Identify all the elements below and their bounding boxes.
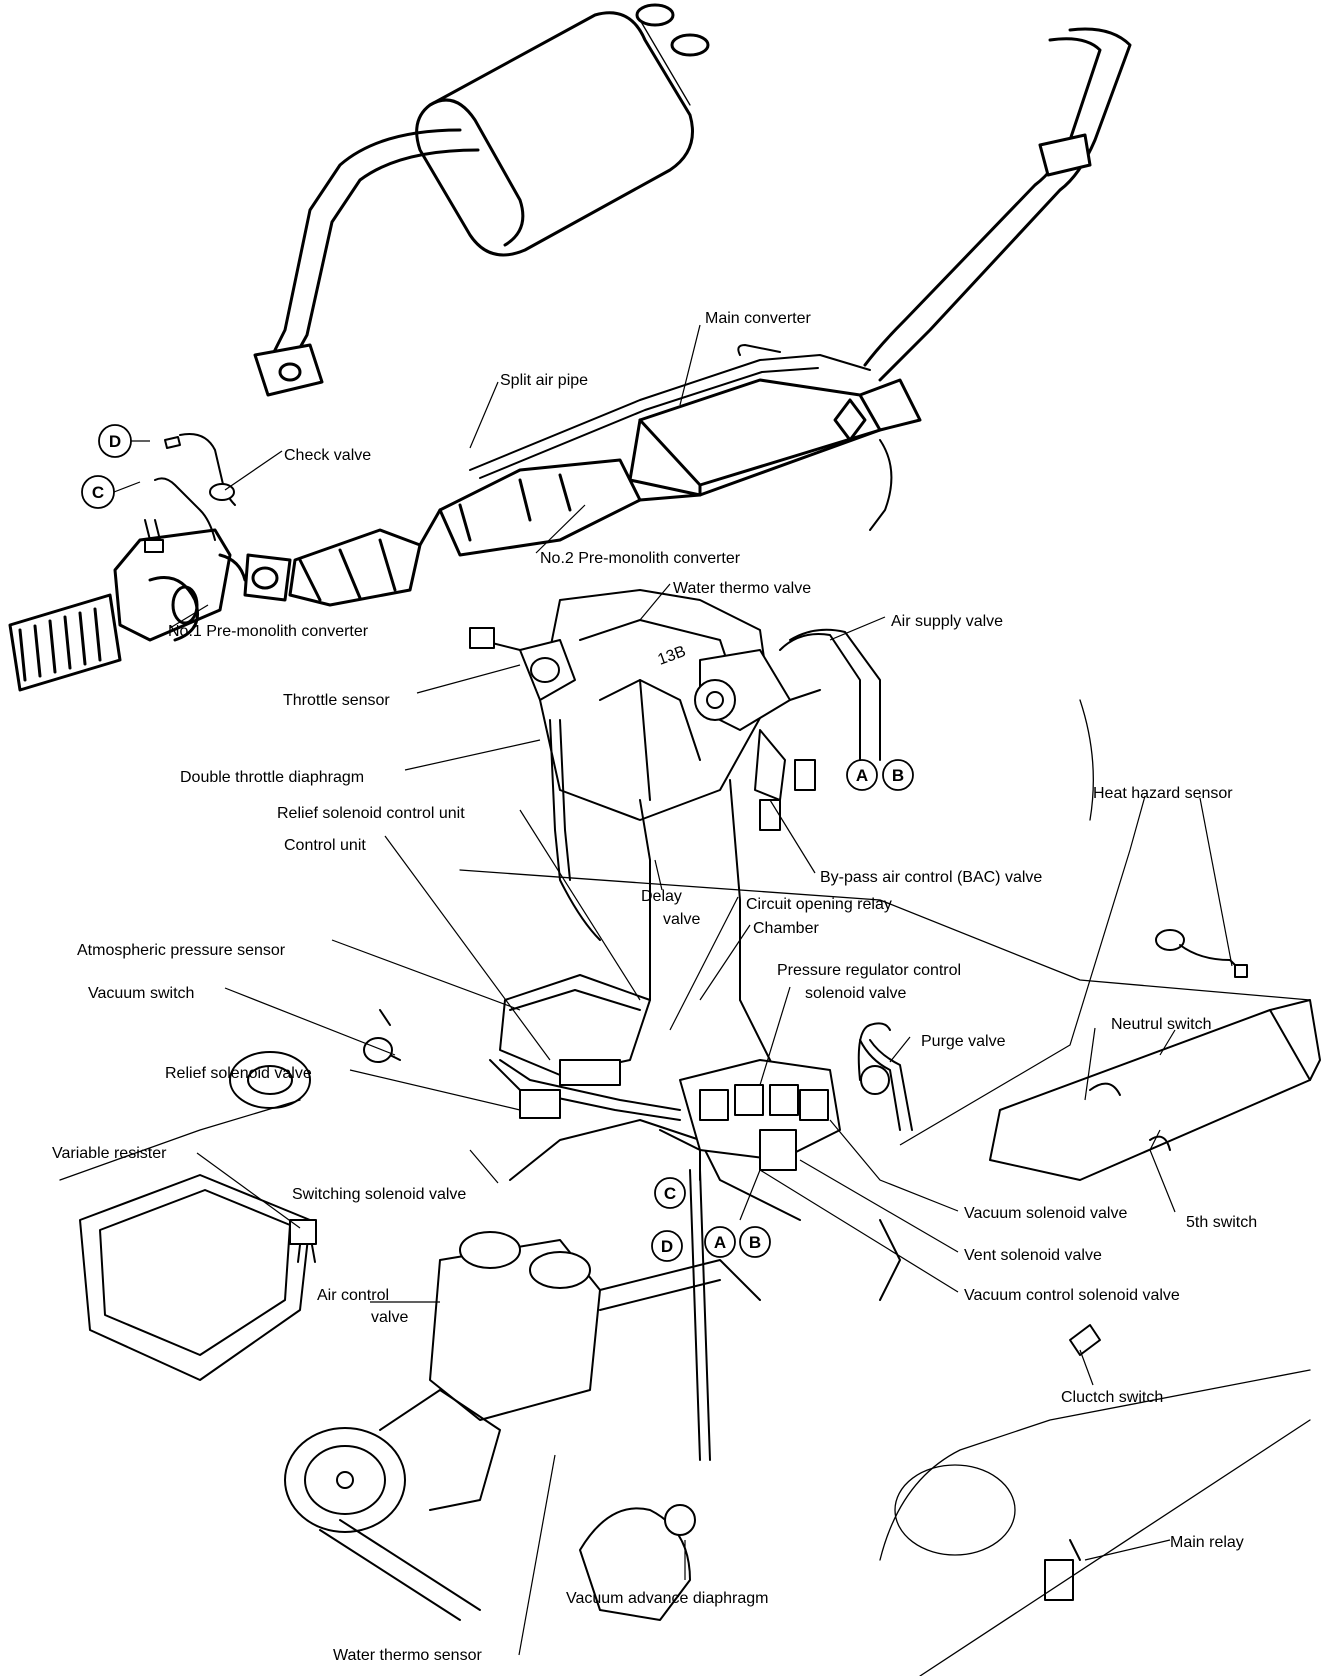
- label-relief-solenoid-control-unit: Relief solenoid control unit: [277, 805, 465, 822]
- label-control-unit: Control unit: [284, 837, 366, 854]
- label-throttle-sensor: Throttle sensor: [283, 692, 390, 709]
- label-vent-solenoid-valve: Vent solenoid valve: [964, 1247, 1102, 1264]
- main-relay-body: [1044, 1539, 1081, 1601]
- label-double-throttle-diaphragm: Double throttle diaphragm: [180, 769, 364, 786]
- bac-valve-body: [754, 729, 816, 831]
- label-check-valve: Check valve: [284, 447, 371, 464]
- control-unit-box: [499, 974, 651, 1086]
- heat-hazard-sensor-body: [1155, 929, 1248, 978]
- label-purge-valve: Purge valve: [921, 1033, 1006, 1050]
- callout-a-mid: A: [704, 1226, 736, 1258]
- callout-c-top-text: C: [92, 483, 104, 502]
- callout-b-mid: B: [739, 1226, 771, 1258]
- callout-a-right-text: A: [856, 766, 868, 785]
- label-neutrul-switch: Neutrul switch: [1111, 1016, 1211, 1033]
- label-main-relay: Main relay: [1170, 1534, 1244, 1551]
- callout-b-right: B: [882, 759, 914, 791]
- label-cluctch-switch: Cluctch switch: [1061, 1389, 1163, 1406]
- throttle-body: [469, 627, 576, 701]
- air-supply-valve-body: [694, 628, 881, 761]
- main-converter-body: [628, 378, 922, 497]
- callout-d-top: D: [98, 424, 150, 458]
- front-pipe-upper: [863, 27, 1132, 382]
- leader-lines: [169, 324, 1233, 1656]
- label-water-thermo-sensor: Water thermo sensor: [333, 1647, 482, 1664]
- variable-resister-body: [289, 1219, 317, 1263]
- body-outline: [59, 699, 1311, 1676]
- solenoid-cluster: [659, 1059, 841, 1181]
- no2-pre-monolith-converter: [438, 458, 702, 557]
- label-water-thermo-valve: Water thermo valve: [673, 580, 811, 597]
- label-bac-valve: By-pass air control (BAC) valve: [820, 869, 1042, 886]
- no1-pre-monolith-converter: [243, 508, 442, 607]
- check-valve-assembly: [144, 433, 236, 553]
- label-no2-pre-monolith: No.2 Pre-monolith converter: [540, 550, 741, 567]
- label-vacuum-advance-diaphragm: Vacuum advance diaphragm: [566, 1590, 769, 1607]
- callout-b-right-text: B: [892, 766, 904, 785]
- callout-a-right: A: [846, 759, 878, 791]
- label-vacuum-switch: Vacuum switch: [88, 985, 194, 1002]
- callout-c-mid: C: [654, 1177, 686, 1209]
- callout-a-mid-text: A: [714, 1233, 726, 1252]
- callout-b-mid-text: B: [749, 1233, 761, 1252]
- callout-c-mid-text: C: [664, 1184, 676, 1203]
- distributor: [579, 1504, 696, 1621]
- transmission: [989, 999, 1321, 1181]
- label-pressure-regulator-2: solenoid valve: [805, 985, 907, 1002]
- label-delay-valve-1: Delay: [641, 888, 682, 905]
- tail-pipe: [253, 128, 480, 397]
- labels: Main converter Split air pipe Check valv…: [52, 310, 1257, 1664]
- label-air-control-valve-2: valve: [371, 1309, 408, 1326]
- callout-d-mid-text: D: [661, 1237, 673, 1256]
- label-switching-solenoid-valve: Switching solenoid valve: [292, 1186, 466, 1203]
- label-variable-resister: Variable resister: [52, 1145, 167, 1162]
- label-relief-solenoid-valve: Relief solenoid valve: [165, 1065, 312, 1082]
- label-delay-valve-2: valve: [663, 911, 700, 928]
- label-5th-switch: 5th switch: [1186, 1214, 1257, 1231]
- label-circuit-opening-relay: Circuit opening relay: [746, 896, 892, 913]
- callout-c-top: C: [81, 475, 141, 509]
- label-vacuum-solenoid-valve: Vacuum solenoid valve: [964, 1205, 1127, 1222]
- label-heat-hazard-sensor: Heat hazard sensor: [1093, 785, 1233, 802]
- alternator-pulley: [284, 1389, 501, 1621]
- carburetor-assembly: [429, 1231, 761, 1421]
- label-pressure-regulator-1: Pressure regulator control: [777, 962, 961, 979]
- label-air-control-valve-1: Air control: [317, 1287, 389, 1304]
- label-main-converter: Main converter: [705, 310, 811, 327]
- exhaust-manifold: [8, 528, 247, 692]
- purge-valve-body: [857, 1022, 891, 1095]
- label-air-supply-valve: Air supply valve: [891, 613, 1003, 630]
- air-cleaner: [79, 1051, 311, 1381]
- split-air-pipe: [469, 344, 893, 531]
- label-vacuum-control-solenoid-valve: Vacuum control solenoid valve: [964, 1287, 1180, 1304]
- vacuum-hoses: [489, 719, 913, 1461]
- muffler: [415, 3, 710, 257]
- callout-d-mid: D: [651, 1230, 683, 1262]
- label-no1-pre-monolith: No.1 Pre-monolith converter: [168, 623, 369, 640]
- label-split-air-pipe: Split air pipe: [500, 372, 588, 389]
- callout-d-top-text: D: [109, 432, 121, 451]
- label-chamber: Chamber: [753, 920, 819, 937]
- label-atmospheric-pressure-sensor: Atmospheric pressure sensor: [77, 942, 286, 959]
- relief-solenoid-valve-body: [363, 1009, 561, 1119]
- cluctch-switch-body: [1069, 1324, 1101, 1356]
